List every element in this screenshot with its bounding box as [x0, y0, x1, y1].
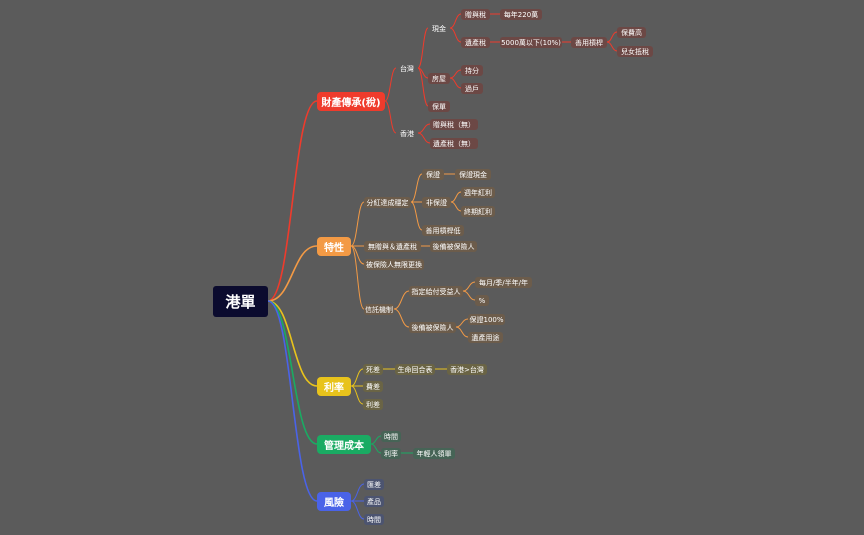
connector-nonguar-terminal	[450, 201, 462, 212]
connector-dividend-leverage	[410, 201, 423, 231]
connector-b4-time	[370, 435, 382, 445]
connector-b5-time	[350, 500, 365, 520]
node-dividend-stable[interactable]: 分紅達成穩定	[364, 197, 411, 208]
connector-designated-percent	[462, 290, 476, 301]
node-gift-amount[interactable]: 每年220萬	[500, 9, 542, 20]
node-mortality-gap[interactable]: 死差	[363, 364, 383, 375]
root-node[interactable]: 港單	[213, 286, 268, 317]
connector-b5-fx	[350, 483, 365, 502]
connector-b3-death	[350, 368, 364, 387]
node-product-risk[interactable]: 產品	[364, 496, 384, 507]
connector-cash-gift	[449, 13, 462, 29]
node-restricted-use[interactable]: 遺產用途	[468, 332, 503, 343]
connector-hk-estate	[417, 132, 431, 144]
node-hold-share[interactable]: 持分	[461, 65, 483, 76]
connector-nonguar-annual	[450, 191, 462, 203]
node-gift-tax[interactable]: 贈與稅	[461, 9, 490, 20]
node-house[interactable]: 房屋	[428, 73, 450, 84]
node-non-guaranteed[interactable]: 非保證	[422, 197, 451, 208]
connector-flex-premium	[606, 31, 618, 43]
node-expense-gap[interactable]: 費差	[363, 381, 383, 392]
connector-house-transfer	[449, 77, 462, 89]
connector-hk-gift	[417, 123, 431, 134]
connector-trust-backup	[393, 308, 410, 328]
node-hk-estate[interactable]: 遺產稅（無）	[430, 138, 478, 149]
connector-trust-designated	[393, 290, 410, 310]
node-transfer[interactable]: 過戶	[461, 83, 483, 94]
node-estate-tax[interactable]: 遺產稅	[461, 37, 490, 48]
branch-risk[interactable]: 風險	[317, 492, 351, 511]
node-guarantee-100[interactable]: 保證100%	[468, 314, 505, 325]
node-hk-gift[interactable]: 贈與稅（無）	[430, 119, 478, 130]
connector-root-b5	[267, 300, 318, 502]
branch-features[interactable]: 特性	[317, 237, 351, 256]
node-life-table[interactable]: 生命回合表	[395, 364, 435, 375]
node-backup-insured[interactable]: 後備被保險人	[409, 322, 456, 333]
node-flex-leverage[interactable]: 善用槓桿	[571, 37, 607, 48]
connector-root-b2	[267, 245, 318, 302]
node-successor[interactable]: 後備被保險人	[430, 241, 477, 252]
connector-house-hold	[449, 69, 462, 79]
connector-b1-hk	[384, 100, 397, 134]
node-children-offset[interactable]: 兒女抵稅	[617, 46, 653, 57]
connector-dividend-guaranteed	[410, 173, 423, 203]
node-young-buyers[interactable]: 年輕人領單	[413, 448, 455, 459]
connector-backup-100	[455, 318, 469, 328]
connector-b2-trust	[350, 245, 365, 310]
node-percent[interactable]: %	[475, 295, 489, 306]
connector-taiwan-cash	[417, 27, 429, 69]
node-unlimited-change[interactable]: 被保險人無限更換	[364, 259, 424, 270]
node-hk-gt-tw[interactable]: 香港>台灣	[447, 364, 487, 375]
node-periodic[interactable]: 每月/季/半年/年	[475, 277, 532, 288]
node-taiwan[interactable]: 台灣	[400, 64, 414, 73]
node-policy[interactable]: 保單	[428, 101, 450, 112]
connector-b1-taiwan	[384, 67, 397, 102]
node-annual-bonus[interactable]: 週年紅利	[461, 187, 495, 198]
node-rate[interactable]: 利率	[381, 448, 401, 459]
node-terminal-bonus[interactable]: 終期紅利	[461, 206, 495, 217]
node-fx-risk[interactable]: 匯差	[364, 479, 384, 490]
node-interest-gap[interactable]: 利差	[363, 399, 383, 410]
connector-root-b4	[267, 300, 318, 445]
connector-b4-rate	[370, 443, 382, 454]
connector-b2-dividend	[350, 201, 365, 247]
node-guaranteed[interactable]: 保證	[422, 169, 444, 180]
node-cash[interactable]: 現金	[432, 24, 446, 33]
connector-root-b3	[267, 300, 318, 387]
connector-root-b1	[267, 100, 318, 302]
node-hongkong[interactable]: 香港	[400, 129, 414, 138]
node-time[interactable]: 時間	[381, 431, 401, 442]
node-high-premium[interactable]: 保費高	[617, 27, 646, 38]
connector-b3-interest	[350, 385, 364, 405]
node-leverage-low[interactable]: 善用槓桿低	[422, 225, 464, 236]
connector-designated-periodic	[462, 281, 476, 292]
branch-interest-rate[interactable]: 利率	[317, 377, 351, 396]
node-designated[interactable]: 指定給付受益人	[409, 286, 463, 297]
branch-management-cost[interactable]: 管理成本	[317, 435, 371, 454]
node-guaranteed-cash[interactable]: 保證現金	[455, 169, 491, 180]
connector-flex-children	[606, 41, 618, 52]
node-estate-amount[interactable]: 5000萬以下(10%)	[500, 37, 562, 48]
connector-taiwan-policy	[417, 67, 429, 107]
connector-backup-restricted	[455, 326, 469, 338]
connector-cash-estate	[449, 27, 462, 43]
branch-inheritance-tax[interactable]: 財產傳承(稅)	[317, 92, 385, 111]
node-time-risk[interactable]: 時間	[364, 514, 384, 525]
node-trust[interactable]: 信託機制	[364, 304, 394, 315]
node-no-gift-estate[interactable]: 無贈與＆遺產稅	[364, 241, 421, 252]
